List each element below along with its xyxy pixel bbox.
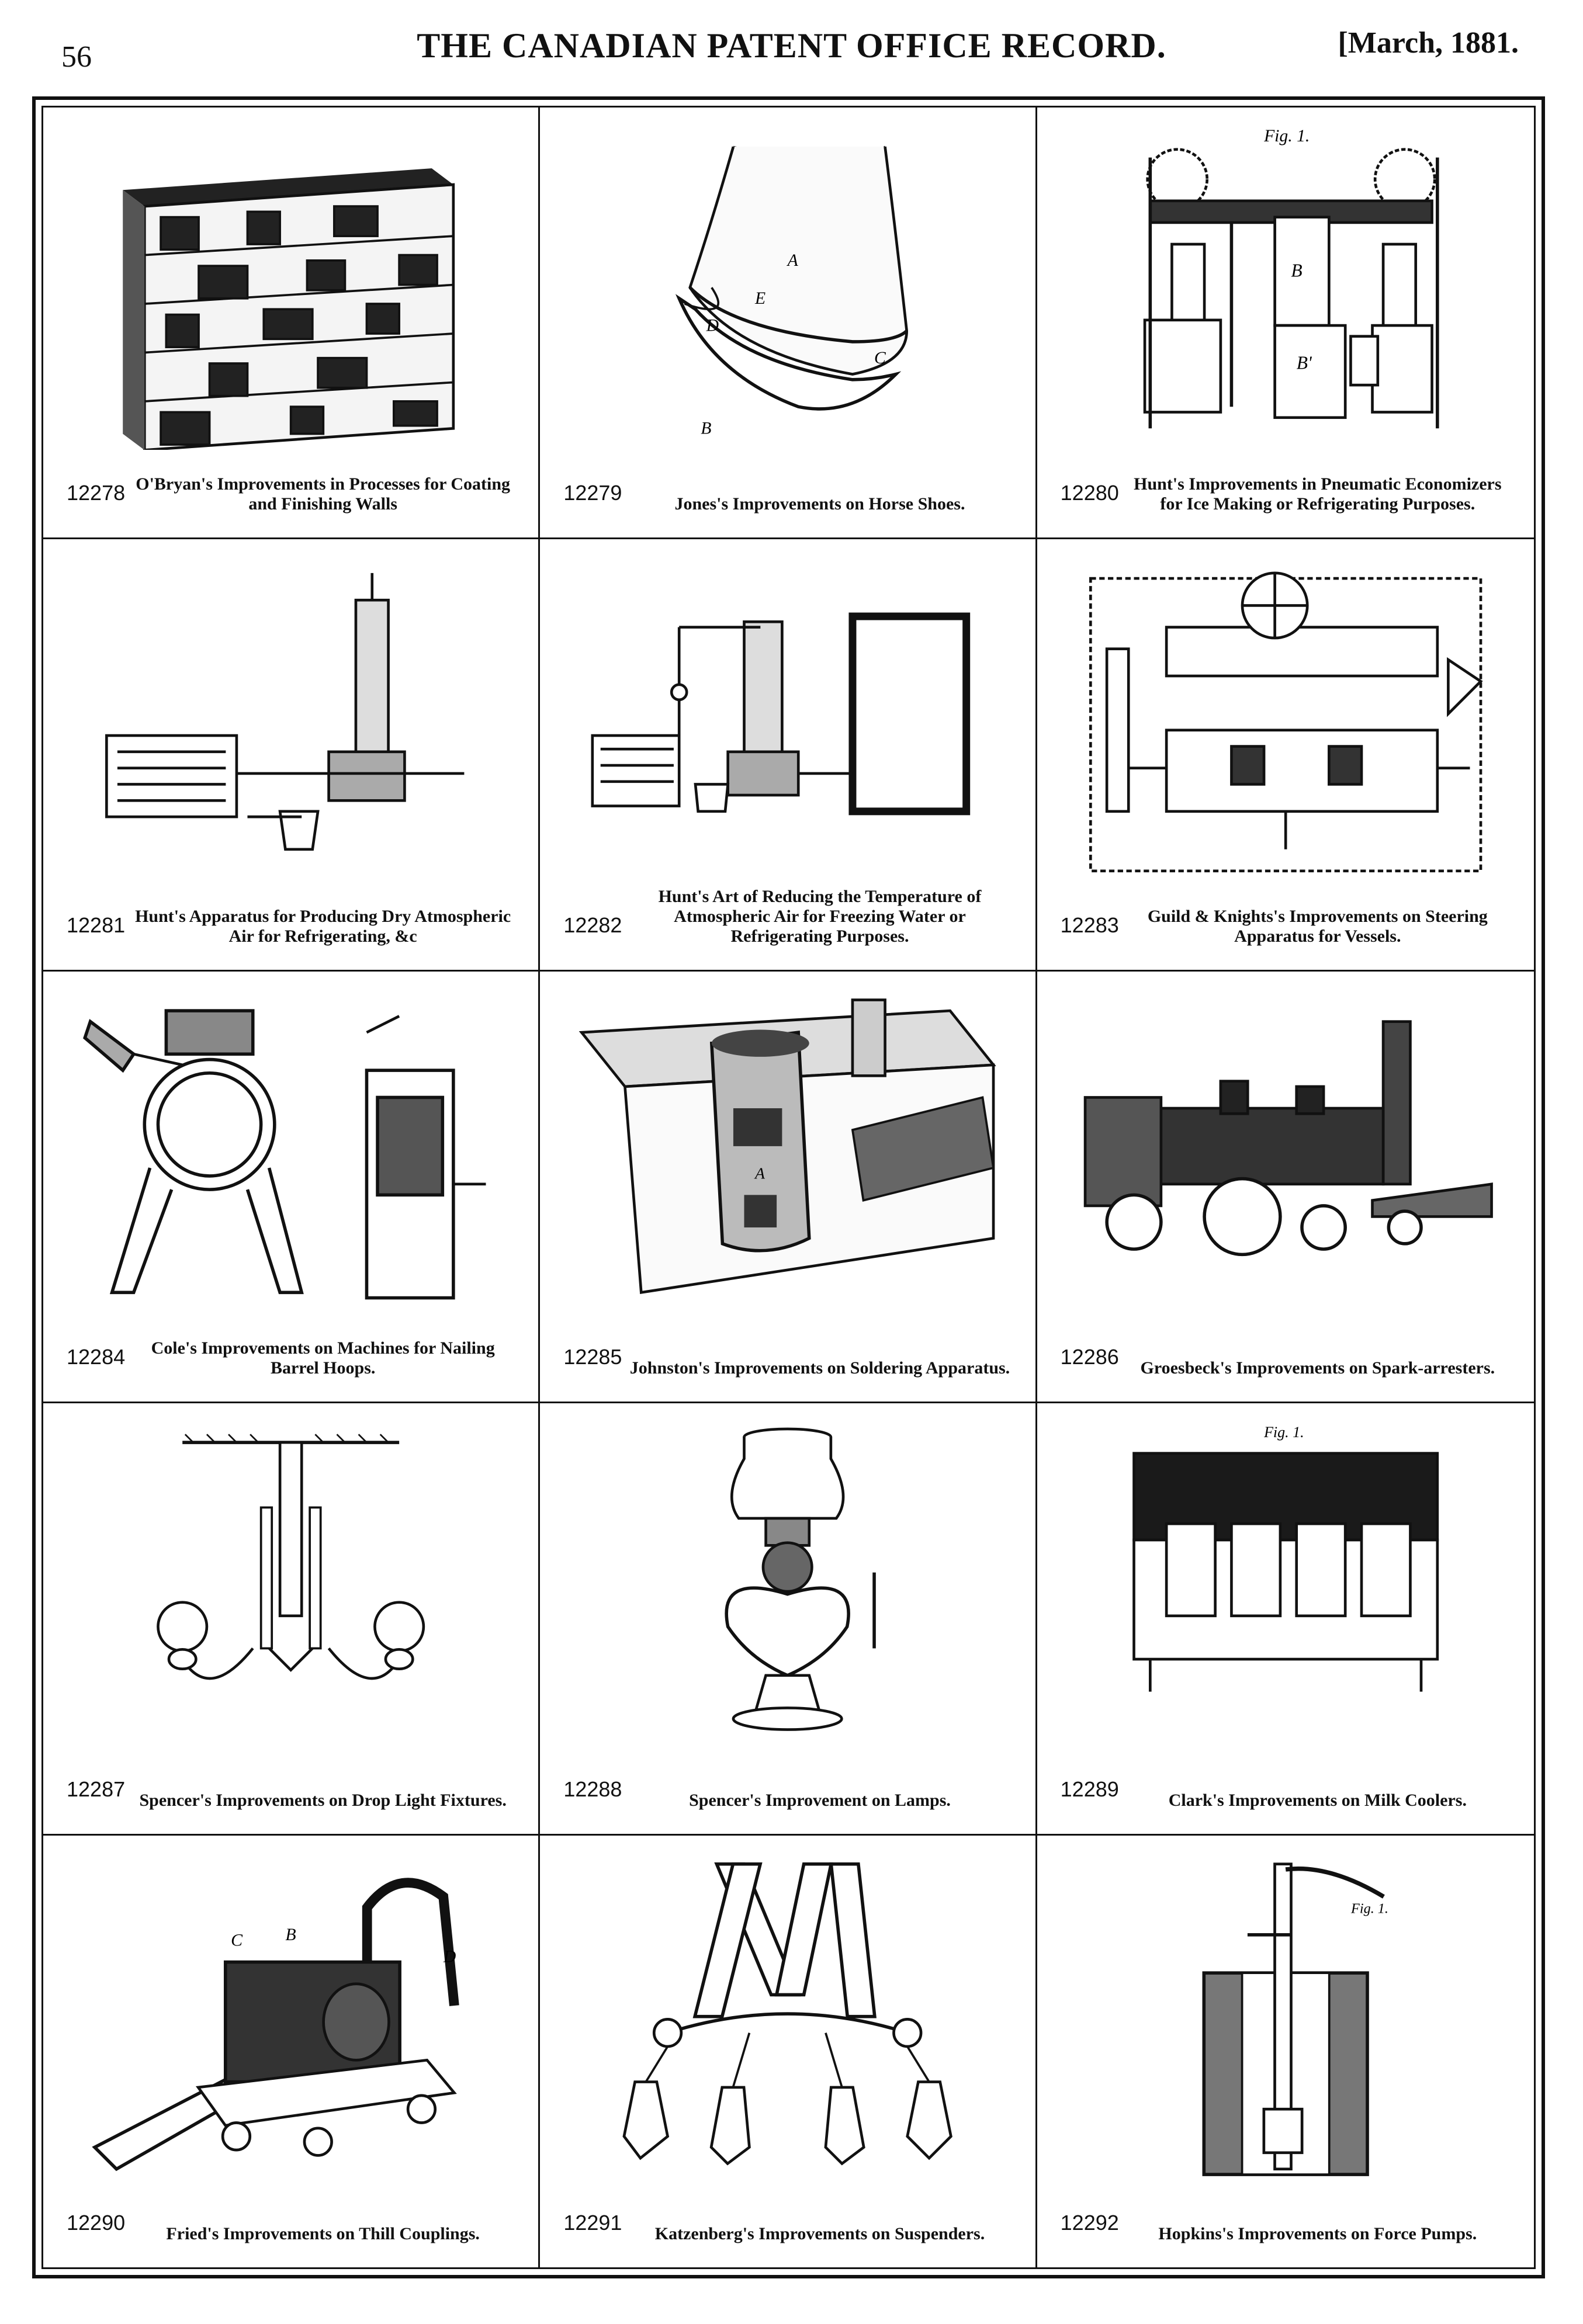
lamp-illustration [563, 1421, 1012, 1746]
drop-light-illustration [67, 1421, 515, 1746]
suspenders-illustration [563, 1853, 1012, 2180]
pneumatic-machine-illustration: Fig. 1. [1061, 125, 1511, 450]
brick-wall-illustration [67, 125, 515, 450]
page-header: 56 THE CANADIAN PATENT OFFICE RECORD. [M… [0, 0, 1583, 88]
patent-number: 12281 [67, 913, 126, 937]
patent-cell-12280: Fig. 1. [1037, 107, 1534, 540]
patent-number: 12282 [563, 913, 622, 937]
patent-plate-inner-border: 12278 O'Bryan's Improvements in Processe… [41, 106, 1536, 2269]
svg-text:B': B' [1296, 352, 1312, 373]
patent-cell-12291: 12291 Katzenberg's Improvements on Suspe… [540, 1835, 1037, 2267]
patent-caption: O'Bryan's Improvements in Processes for … [136, 474, 511, 514]
patent-cell-12285: A 12285 Johnston's Improvements on Solde… [540, 971, 1037, 1404]
svg-text:Fig. 1.: Fig. 1. [1350, 1900, 1388, 1916]
patent-caption: Cole's Improvements on Machines for Nail… [151, 1338, 495, 1378]
patent-cell-12288: 12288 Spencer's Improvement on Lamps. [540, 1403, 1037, 1836]
hoop-nailing-machine-illustration [67, 989, 515, 1314]
patent-grid: 12278 O'Bryan's Improvements in Processe… [43, 107, 1534, 2267]
issue-date: [March, 1881. [1338, 26, 1519, 60]
patent-cell-12289: Fig. 1. [1037, 1403, 1534, 1836]
force-pump-illustration: Fig. 1. [1061, 1853, 1511, 2180]
page-number: 56 [61, 40, 92, 74]
patent-number: 12278 [67, 481, 126, 505]
patent-number: 12287 [67, 1777, 126, 1801]
patent-number: 12284 [67, 1345, 126, 1369]
patent-caption: Katzenberg's Improvements on Suspenders. [654, 2224, 985, 2243]
svg-text:D: D [706, 316, 719, 335]
svg-text:A: A [787, 251, 799, 270]
patent-cell-12279: A E D C B 12279 Jones's Improvements on … [540, 107, 1037, 540]
soldering-furnace-illustration: A [563, 989, 1012, 1314]
patent-number: 12286 [1060, 1345, 1119, 1369]
svg-text:B: B [285, 1925, 296, 1944]
patent-cell-12284: 12284 Cole's Improvements on Machines fo… [43, 971, 541, 1404]
patent-number: 12283 [1060, 913, 1119, 937]
svg-text:A: A [754, 1164, 765, 1182]
patent-caption: Fried's Improvements on Thill Couplings. [166, 2224, 480, 2243]
steering-apparatus-illustration [1061, 557, 1511, 882]
patent-cell-12286: 12286 Groesbeck's Improvements on Spark-… [1037, 972, 1534, 1404]
patent-caption: Spencer's Improvement on Lamps. [689, 1790, 951, 1810]
patent-cell-12283: 12283 Guild & Knights's Improvements on … [1037, 539, 1534, 972]
patent-number: 12279 [563, 481, 622, 505]
patent-cell-12292: Fig. 1. 12292 Hopkins's Improvements on … [1037, 1836, 1534, 2267]
patent-cell-12287: 12287 Spencer's Improvements on Drop Lig… [43, 1403, 541, 1836]
patent-number: 12285 [563, 1345, 622, 1369]
svg-text:C: C [231, 1930, 243, 1950]
svg-text:B: B [1291, 261, 1302, 281]
patent-caption: Hunt's Improvements in Pneumatic Economi… [1134, 474, 1502, 514]
svg-text:Fig. 1.: Fig. 1. [1263, 1424, 1304, 1441]
patent-caption: Guild & Knights's Improvements on Steeri… [1147, 906, 1488, 946]
patent-cell-12278: 12278 O'Bryan's Improvements in Processe… [43, 107, 541, 540]
cooling-apparatus-illustration [563, 557, 1012, 882]
patent-number: 12290 [67, 2211, 126, 2235]
svg-text:E: E [754, 289, 765, 308]
patent-number: 12280 [1060, 481, 1119, 505]
patent-caption: Jones's Improvements on Horse Shoes. [674, 494, 965, 514]
milk-cooler-illustration: Fig. 1. [1061, 1421, 1511, 1746]
patent-caption: Spencer's Improvements on Drop Light Fix… [139, 1790, 507, 1810]
patent-caption: Hopkins's Improvements on Force Pumps. [1158, 2224, 1477, 2243]
patent-number: 12291 [563, 2211, 622, 2235]
patent-cell-12290: C B D 12290 Fried's Improvements on Thil… [43, 1835, 541, 2267]
svg-text:B: B [701, 419, 712, 438]
svg-text:D: D [443, 1947, 456, 1966]
patent-cell-12282: 12282 Hunt's Art of Reducing the Tempera… [540, 539, 1037, 972]
patent-number: 12289 [1060, 1777, 1119, 1801]
patent-number: 12292 [1060, 2211, 1119, 2235]
horse-hoof-illustration: A E D C B [563, 125, 1012, 450]
patent-caption: Hunt's Apparatus for Producing Dry Atmos… [135, 906, 511, 946]
page-title: THE CANADIAN PATENT OFFICE RECORD. [417, 26, 1166, 65]
svg-text:Fig. 1.: Fig. 1. [1263, 127, 1310, 145]
thill-coupling-illustration: C B D [67, 1853, 515, 2180]
refrigeration-apparatus-illustration [67, 557, 515, 882]
patent-number: 12288 [563, 1777, 622, 1801]
locomotive-illustration [1061, 989, 1511, 1314]
patent-plate-frame: 12278 O'Bryan's Improvements in Processe… [32, 96, 1545, 2278]
patent-cell-12281: 12281 Hunt's Apparatus for Producing Dry… [43, 539, 541, 972]
patent-caption: Hunt's Art of Reducing the Temperature o… [658, 886, 982, 946]
svg-text:C: C [874, 349, 886, 367]
patent-caption: Johnston's Improvements on Soldering App… [629, 1358, 1010, 1378]
patent-caption: Clark's Improvements on Milk Coolers. [1168, 1790, 1467, 1810]
patent-caption: Groesbeck's Improvements on Spark-arrest… [1140, 1358, 1495, 1378]
